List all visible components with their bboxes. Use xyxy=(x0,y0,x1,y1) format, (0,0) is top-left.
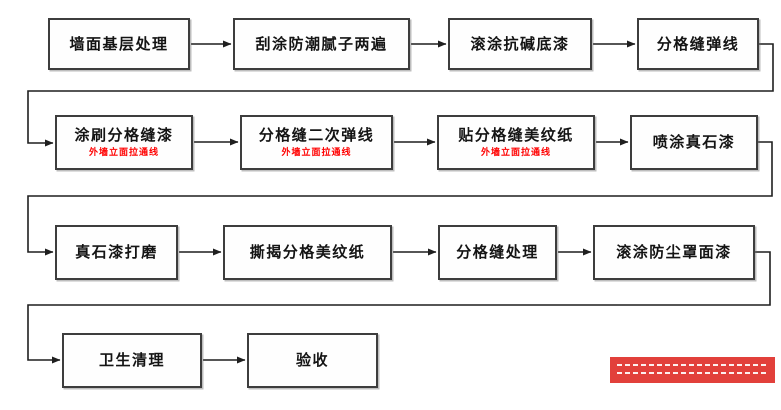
step-joint-chalk-line: 分格缝弹线 xyxy=(637,18,759,70)
step-label: 喷涂真石漆 xyxy=(652,133,736,152)
step-note: 外墙立面拉通线 xyxy=(480,148,551,159)
step-label: 涂刷分格缝漆 xyxy=(74,125,174,144)
wrap-connector-row1-row2 xyxy=(27,43,774,147)
step-label: 真石漆打磨 xyxy=(75,243,158,262)
step-label: 验收 xyxy=(295,351,329,370)
step-label: 分格缝处理 xyxy=(456,243,539,262)
step-label: 滚涂抗碱底漆 xyxy=(470,34,570,53)
step-joint-treatment: 分格缝处理 xyxy=(438,225,557,280)
step-remove-masking-tape: 撕揭分格美纹纸 xyxy=(223,225,392,280)
step-note: 外墙立面拉通线 xyxy=(281,148,352,159)
step-alkali-resistant-primer: 滚涂抗碱底漆 xyxy=(448,18,592,70)
step-label: 分格缝弹线 xyxy=(656,34,740,53)
step-stone-paint-sanding: 真石漆打磨 xyxy=(55,225,178,280)
watermark-text-line xyxy=(617,372,768,374)
step-paint-joint-paint: 涂刷分格缝漆 外墙立面拉通线 xyxy=(55,115,193,170)
step-label: 撕揭分格美纹纸 xyxy=(249,243,366,262)
step-dustproof-topcoat: 滚涂防尘罩面漆 xyxy=(593,225,755,280)
step-label: 分格缝二次弹线 xyxy=(258,125,375,144)
step-spray-stone-paint: 喷涂真石漆 xyxy=(630,115,758,170)
wrap-connector-row2-row3 xyxy=(27,141,773,256)
step-label: 刮涂防潮腻子两遍 xyxy=(255,34,388,53)
wrap-connector-row3-row4 xyxy=(27,251,771,364)
step-label: 滚涂防尘罩面漆 xyxy=(616,243,732,262)
step-cleaning: 卫生清理 xyxy=(62,333,202,388)
step-joint-second-chalk-line: 分格缝二次弹线 外墙立面拉通线 xyxy=(240,115,393,170)
step-joint-masking-tape: 贴分格缝美纹纸 外墙立面拉通线 xyxy=(437,115,595,170)
step-label: 贴分格缝美纹纸 xyxy=(458,125,574,144)
step-label: 墙面基层处理 xyxy=(69,34,169,53)
step-note: 外墙立面拉通线 xyxy=(88,148,159,159)
step-acceptance: 验收 xyxy=(247,333,378,388)
step-moistureproof-putty-twice: 刮涂防潮腻子两遍 xyxy=(233,18,410,70)
step-label: 卫生清理 xyxy=(98,351,165,370)
watermark-text-line xyxy=(617,364,768,366)
watermark-banner xyxy=(610,357,775,383)
step-wall-base-treatment: 墙面基层处理 xyxy=(48,18,190,70)
